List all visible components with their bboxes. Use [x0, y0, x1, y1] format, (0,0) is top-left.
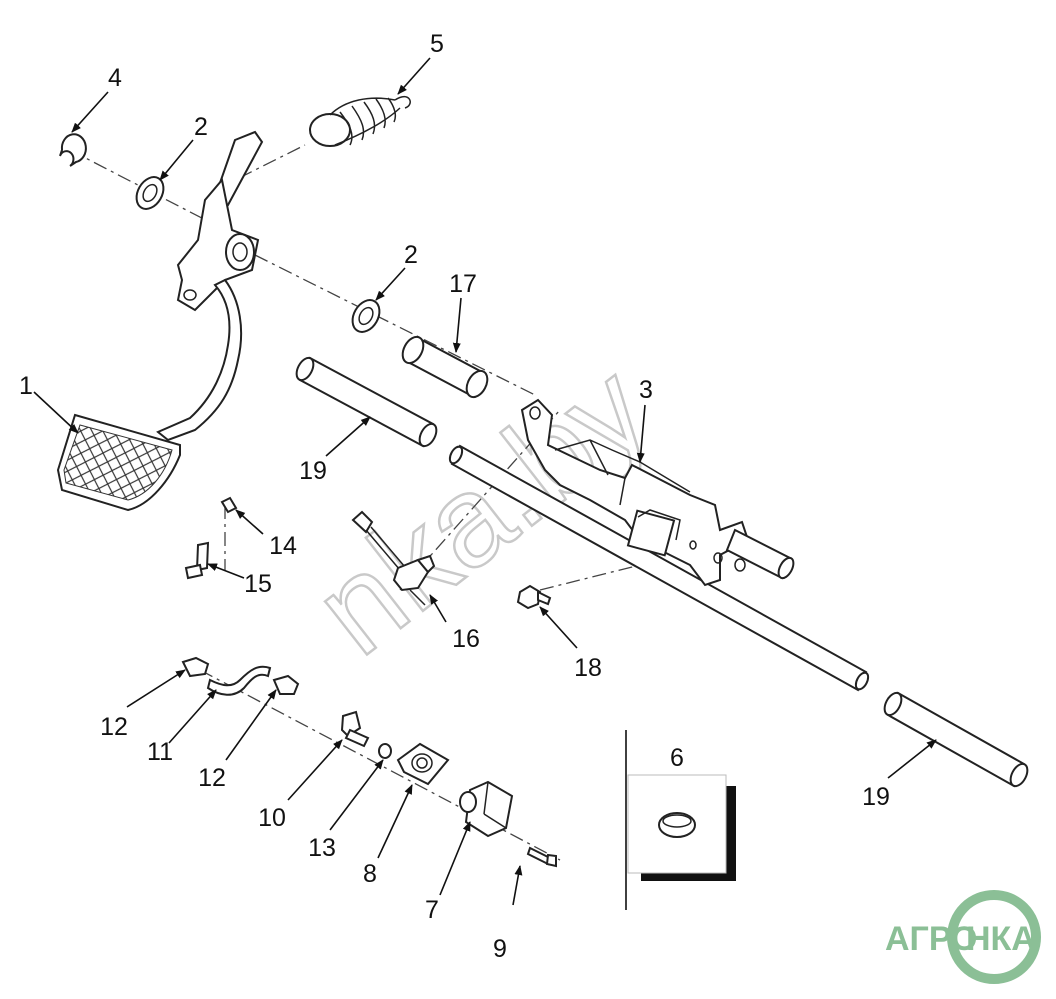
- callout-8: 8: [363, 860, 377, 888]
- callout-11: 11: [147, 738, 173, 766]
- callout-14: 14: [269, 532, 297, 560]
- tube-part: [295, 356, 438, 448]
- callout-labels: 1 2 2 3 4 5 6 7 8 9 10 11 12 12 13 14 15…: [19, 30, 890, 963]
- callout-12: 12: [100, 713, 128, 741]
- callout-13: 13: [308, 834, 336, 862]
- svg-text:АГРО: АГРО: [885, 920, 978, 958]
- callout-3: 3: [639, 376, 653, 404]
- callout-4: 4: [108, 64, 122, 92]
- callout-16: 16: [452, 625, 480, 653]
- leader-lines: [33, 57, 937, 906]
- bushing-part: [401, 335, 489, 399]
- tube-part: [883, 691, 1029, 788]
- hose-part: [206, 665, 272, 696]
- bolt-part: [526, 846, 557, 868]
- callout-5: 5: [430, 30, 444, 58]
- bolt-part: [516, 584, 552, 610]
- pedal-assembly-part: [56, 130, 264, 512]
- callout-2: 2: [404, 241, 418, 269]
- o-ring-part: [378, 743, 392, 759]
- flange-part: [396, 742, 450, 786]
- switch-part: [351, 510, 436, 606]
- shaft-part: [448, 444, 870, 692]
- callout-9: 9: [493, 935, 507, 963]
- plug-inset: [625, 730, 736, 910]
- bolt-part: [184, 541, 210, 580]
- callout-12: 12: [198, 764, 226, 792]
- spring-part: [309, 95, 411, 147]
- fitting-part: [340, 710, 370, 748]
- callout-17: 17: [449, 270, 477, 298]
- svg-text:НКА: НКА: [966, 920, 1036, 958]
- clip-part: [181, 656, 210, 678]
- callout-6: 6: [670, 744, 684, 772]
- agronka-logo: АГРО НКА: [885, 890, 1041, 984]
- snap-ring-part: [59, 133, 87, 167]
- callout-19: 19: [862, 783, 890, 811]
- pin-part: [220, 496, 238, 514]
- callout-2: 2: [194, 113, 208, 141]
- washer-part: [351, 299, 381, 333]
- callout-19: 19: [299, 457, 327, 485]
- callout-10: 10: [258, 804, 286, 832]
- callout-18: 18: [574, 654, 602, 682]
- support-bracket-part: [520, 398, 795, 587]
- callout-15: 15: [244, 570, 272, 598]
- clip-part: [272, 674, 300, 695]
- callout-7: 7: [425, 896, 439, 924]
- washer-part: [135, 176, 165, 210]
- callout-1: 1: [19, 372, 33, 400]
